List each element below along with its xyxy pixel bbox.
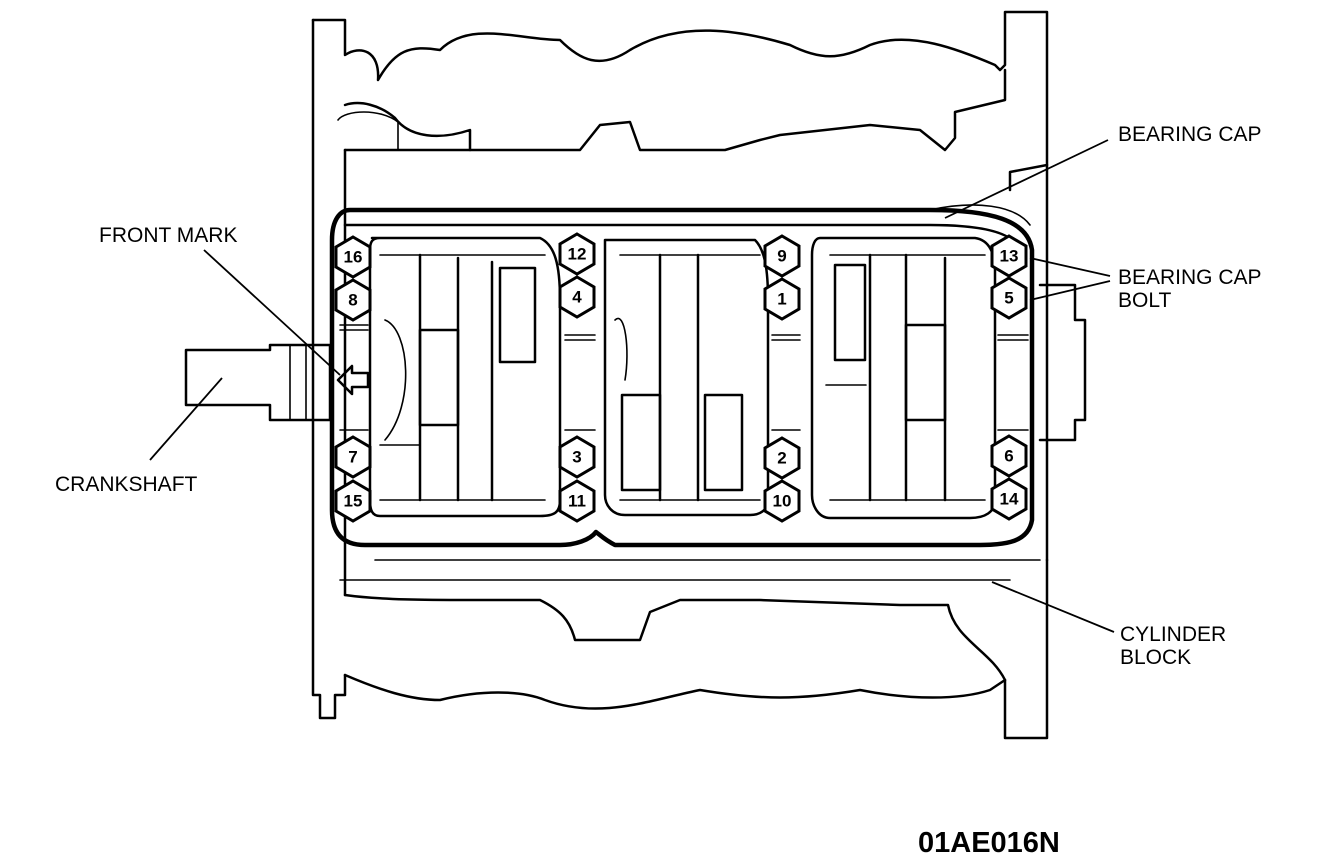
bolt-number: 5	[1004, 289, 1013, 308]
bolt-number: 8	[348, 291, 357, 310]
bolt-3: 3	[558, 435, 596, 479]
cylinder-block-leader	[991, 581, 1115, 633]
bolt-number: 2	[777, 449, 786, 468]
bolt-leader-upper	[1029, 257, 1111, 277]
bolt-7: 7	[334, 435, 372, 479]
cylinder-block	[311, 10, 1049, 740]
cylinder-block-label-line2: BLOCK	[1120, 646, 1191, 669]
rear-flange	[1038, 283, 1087, 442]
bolt-number: 10	[773, 492, 792, 511]
bolt-11: 11	[558, 479, 596, 523]
crank-internals	[339, 253, 1029, 502]
bolt-number: 9	[777, 247, 786, 266]
bolt-9: 9	[763, 234, 801, 278]
bolt-number: 1	[777, 290, 786, 309]
bearing-cap-label: BEARING CAP	[1118, 123, 1262, 146]
bolt-4: 4	[558, 275, 596, 319]
bolt-hexes: 16 8 7 15 12 4 3 11	[334, 232, 1028, 523]
front-mark-label: FRONT MARK	[99, 224, 237, 247]
cylinder-block-label-line1: CYLINDER	[1120, 623, 1226, 646]
crankshaft-nose	[184, 343, 332, 422]
bolt-16: 16	[334, 235, 372, 279]
bolt-5: 5	[990, 276, 1028, 320]
bearing-cap	[329, 204, 1035, 548]
crankshaft-leader	[149, 377, 223, 461]
bolt-8: 8	[334, 278, 372, 322]
bolt-number: 11	[568, 492, 586, 511]
bolt-14: 14	[990, 477, 1028, 521]
crankshaft-label: CRANKSHAFT	[55, 473, 198, 496]
labels: BEARING CAP BEARING CAP BOLT FRONT MARK …	[55, 123, 1262, 858]
bolt-12: 12	[558, 232, 596, 276]
figure-code: 01AE016N	[918, 827, 1060, 858]
bolt-number: 4	[572, 288, 582, 307]
bolt-number: 12	[568, 245, 587, 264]
bolt-15: 15	[334, 479, 372, 523]
bearing-cap-leader	[944, 139, 1109, 219]
front-mark-leader	[203, 249, 341, 376]
bolt-number: 13	[1000, 247, 1019, 266]
bolt-number: 7	[348, 448, 357, 467]
bolt-10: 10	[763, 479, 801, 523]
bolt-2: 2	[763, 436, 801, 480]
bolt-number: 14	[1000, 490, 1019, 509]
bolt-number: 15	[344, 492, 363, 511]
bolt-6: 6	[990, 434, 1028, 478]
bolt-1: 1	[763, 277, 801, 321]
bearing-cap-bolt-label-line1: BEARING CAP	[1118, 266, 1262, 289]
bolt-number: 16	[344, 248, 363, 267]
bolt-leader-lower	[1029, 280, 1111, 301]
bolt-13: 13	[990, 234, 1028, 278]
bolt-number: 6	[1004, 447, 1013, 466]
bolt-number: 3	[572, 448, 581, 467]
front-mark-arrow-icon	[336, 364, 370, 396]
bearing-cap-bolt-label-line2: BOLT	[1118, 289, 1171, 312]
leader-lines	[149, 139, 1115, 633]
